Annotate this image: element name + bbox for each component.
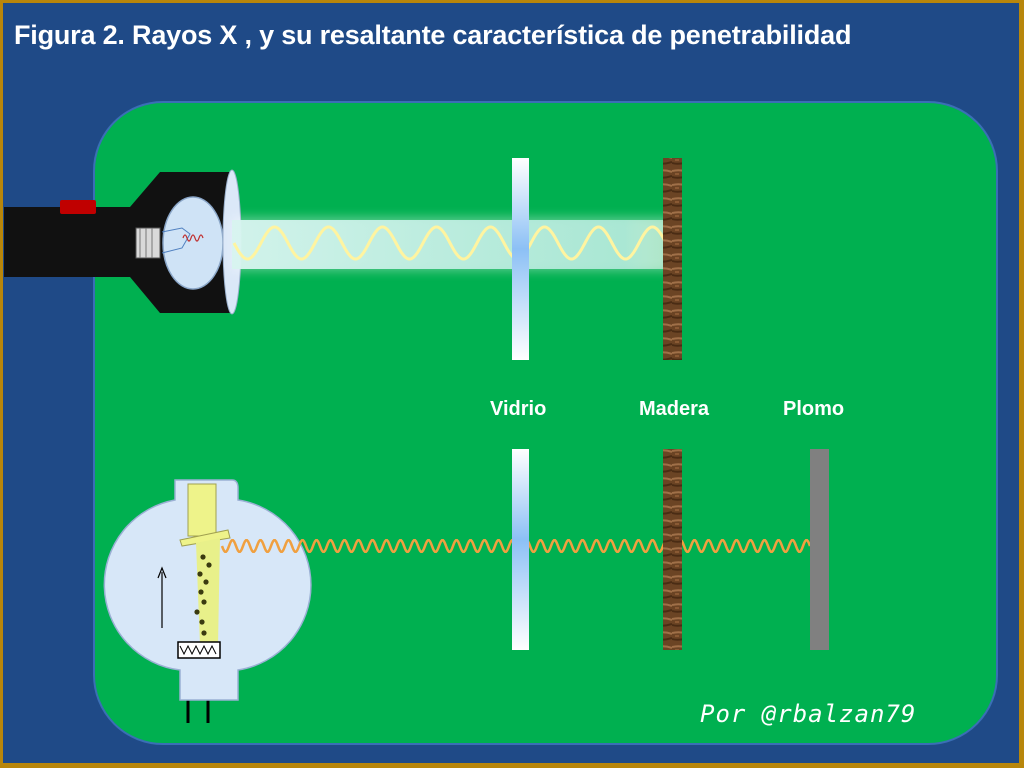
lead-plate [810,449,829,650]
author-signature: Por @rbalzan79 [700,700,917,728]
label-plomo: Plomo [783,398,845,420]
wood-plate-bottom [663,449,682,650]
glass-plate-top [512,158,529,360]
flashlight-icon [4,169,242,315]
label-vidrio: Vidrio [490,398,547,420]
xray-tube-icon [103,479,312,723]
figure-title: Figura 2. Rayos X , y su resaltante cara… [14,20,852,50]
wood-plate-top [663,158,682,360]
top-wave [232,225,667,261]
glass-plate-bottom [512,449,529,650]
label-madera: Madera [639,398,710,420]
